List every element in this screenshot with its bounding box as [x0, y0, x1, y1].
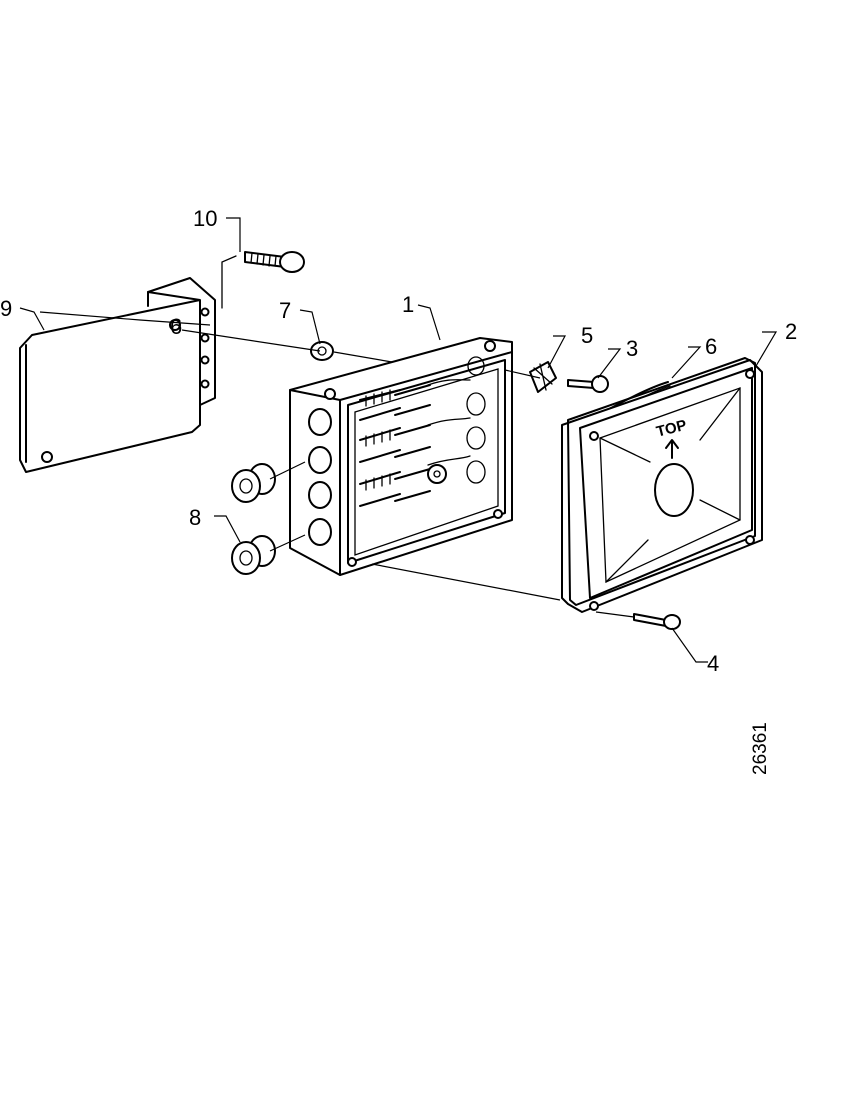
clip [529, 361, 557, 393]
callout-7: 7 [279, 298, 291, 323]
callout-5: 5 [581, 323, 593, 348]
cable-gland-upper [231, 463, 276, 503]
cover-screw [633, 613, 681, 630]
nut [310, 341, 334, 361]
cable-gland-lower [231, 535, 276, 575]
cover-top-label: TOP [655, 417, 689, 441]
callout-4: 4 [707, 651, 719, 676]
callout-6-bracket: 6 [170, 314, 182, 339]
callout-2: 2 [785, 319, 797, 344]
cover-panel: TOP [561, 357, 763, 613]
callout-10: 10 [193, 206, 217, 231]
callout-leaders [19, 217, 778, 663]
screw [567, 375, 609, 393]
mounting-plate [19, 277, 216, 473]
callout-9: 9 [0, 296, 12, 321]
callout-8: 8 [189, 505, 201, 530]
callout-3: 3 [626, 336, 638, 361]
assembly-leader-lines [39, 311, 635, 618]
callout-1: 1 [402, 292, 414, 317]
bolt [221, 251, 305, 309]
figure-number: 26361 [750, 722, 771, 775]
junction-box-housing [289, 337, 513, 576]
callout-6-gasket: 6 [705, 334, 717, 359]
